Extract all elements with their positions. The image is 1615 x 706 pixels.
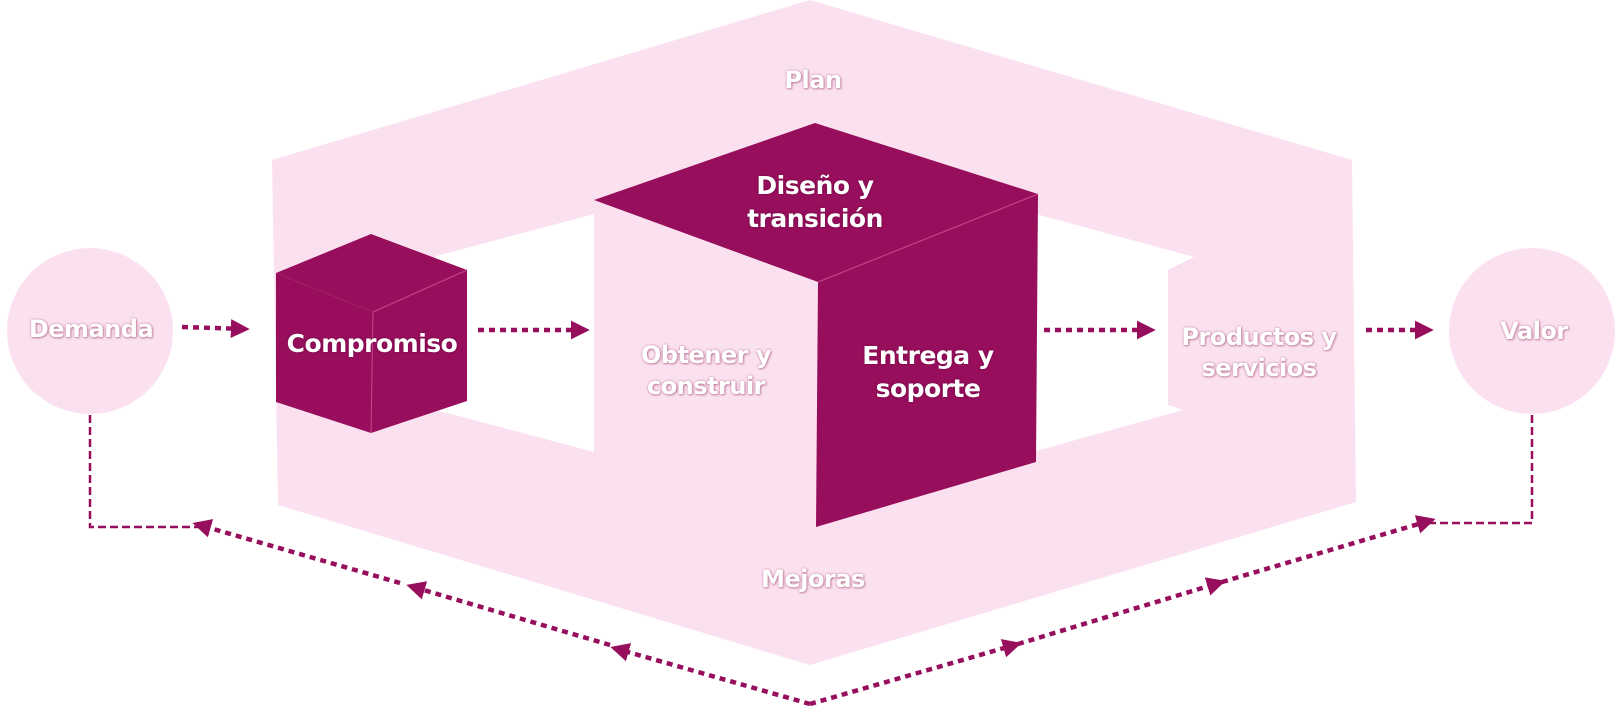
- compromiso-cube-left: [276, 273, 373, 433]
- arrow-demanda-compromiso: [181, 319, 250, 338]
- window-right: [1036, 214, 1194, 451]
- compromiso-cube-right: [371, 270, 467, 433]
- demanda-feedback-connector: [88, 415, 198, 529]
- entrega-cube-face: [816, 194, 1038, 527]
- demanda-circle: [7, 248, 173, 414]
- valor-circle: [1449, 248, 1615, 414]
- mejoras-arrow-left-3: [610, 643, 811, 706]
- entrega-cube-edge: [817, 193, 1039, 283]
- compromiso-cube-top: [276, 234, 467, 312]
- window-left: [436, 214, 594, 452]
- mejoras-arrow-right-2: [1017, 577, 1226, 647]
- diseno-cube-top: [594, 123, 1038, 282]
- obtener-block: [594, 200, 818, 532]
- productos-cube-front: [1168, 270, 1345, 405]
- mejoras-arrow-right-1: [809, 639, 1022, 706]
- mejoras-arrow-left-1: [192, 519, 401, 586]
- mejoras-arrow-left-2: [406, 581, 611, 648]
- mejoras-arrow-right-3: [1221, 515, 1436, 585]
- compromiso-cube-edge-top: [372, 269, 468, 313]
- compromiso-cube-edge: [370, 311, 374, 434]
- valor-feedback-connector: [1430, 415, 1534, 525]
